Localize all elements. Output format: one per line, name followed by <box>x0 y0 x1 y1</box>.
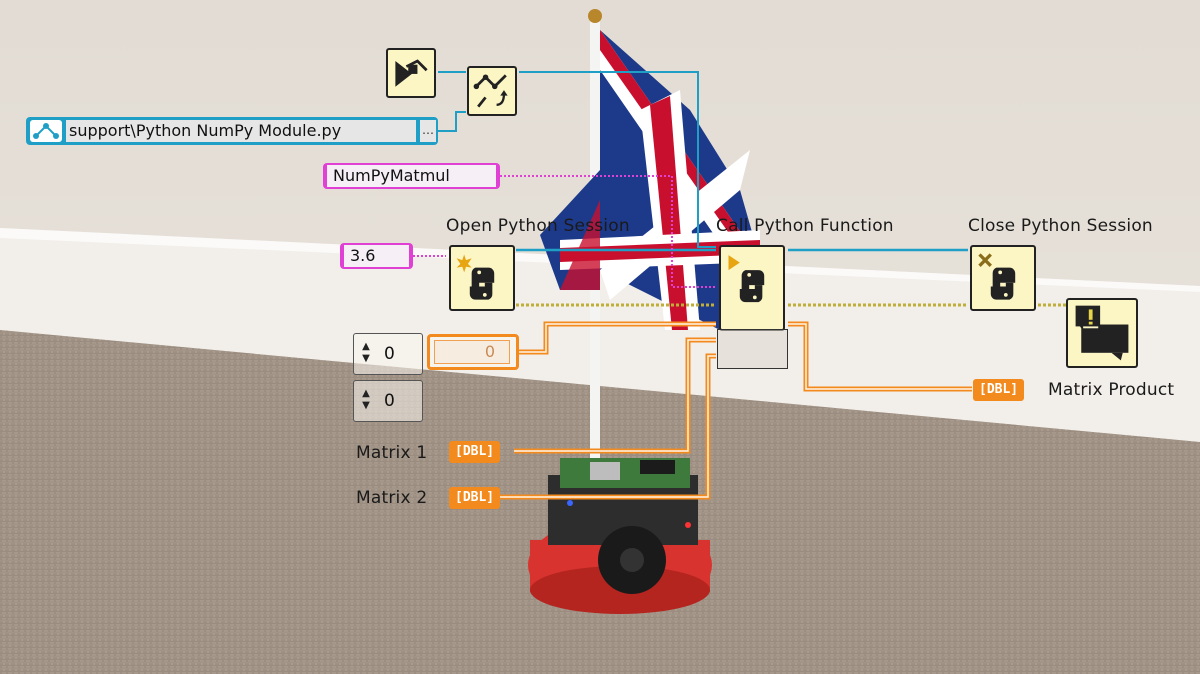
increment-decrement-icon[interactable]: ▲▼ <box>362 341 370 364</box>
path-wire <box>438 111 466 132</box>
matrix-product-wire <box>788 321 972 392</box>
matrix-product-terminal[interactable]: [DBL] <box>973 379 1025 401</box>
path-icon <box>30 120 62 142</box>
error-dialog-icon <box>1075 305 1129 361</box>
numeric-control-2-value[interactable]: 0 <box>384 391 395 411</box>
function-name-wire <box>500 175 716 288</box>
strip-path-node[interactable] <box>467 66 517 116</box>
array-indicator-value: 0 <box>434 340 510 364</box>
matrix1-wire <box>514 337 716 454</box>
numeric-control-1[interactable]: ▲▼ 0 <box>353 333 423 375</box>
build-path-icon <box>395 59 428 87</box>
call-function-label: Call Python Function <box>716 216 894 236</box>
matrix-2-terminal[interactable]: [DBL] <box>449 487 501 509</box>
return-type-terminal[interactable] <box>717 329 788 369</box>
open-session-label: Open Python Session <box>446 216 630 236</box>
call-python-icon <box>728 255 765 303</box>
function-name-text[interactable]: NumPyMatmul <box>327 165 496 187</box>
python-session-wire-b <box>519 71 716 248</box>
call-python-function-node[interactable] <box>719 245 785 331</box>
increment-decrement-icon[interactable]: ▲▼ <box>362 388 370 411</box>
matrix-2-label: Matrix 2 <box>356 488 428 508</box>
close-session-label: Close Python Session <box>968 216 1153 236</box>
open-python-session-node[interactable] <box>449 245 515 311</box>
close-python-session-node[interactable] <box>970 245 1036 311</box>
robot-image <box>528 458 712 614</box>
build-path-node[interactable] <box>386 48 436 98</box>
numeric-control-1-value[interactable]: 0 <box>384 344 395 364</box>
array-indicator[interactable]: 0 <box>427 334 519 370</box>
simple-error-handler-node[interactable] <box>1066 298 1138 368</box>
python-version-text[interactable]: 3.6 <box>344 245 409 267</box>
function-name-constant[interactable]: NumPyMatmul <box>323 163 500 189</box>
python-module-path-text[interactable]: support\Python NumPy Module.py <box>66 120 416 142</box>
strip-path-icon <box>473 74 508 108</box>
python-version-constant[interactable]: 3.6 <box>340 243 413 269</box>
matrix2-wire <box>500 353 716 500</box>
python-module-path-constant[interactable]: support\Python NumPy Module.py … <box>26 117 438 145</box>
matrix-1-terminal[interactable]: [DBL] <box>449 441 501 463</box>
open-python-icon <box>456 254 495 300</box>
matrix-product-label: Matrix Product <box>1048 380 1175 400</box>
path-browse-button[interactable]: … <box>420 120 436 142</box>
close-python-icon <box>978 253 1016 300</box>
numeric-control-2[interactable]: ▲▼ 0 <box>353 380 423 422</box>
matrix-1-label: Matrix 1 <box>356 443 428 463</box>
